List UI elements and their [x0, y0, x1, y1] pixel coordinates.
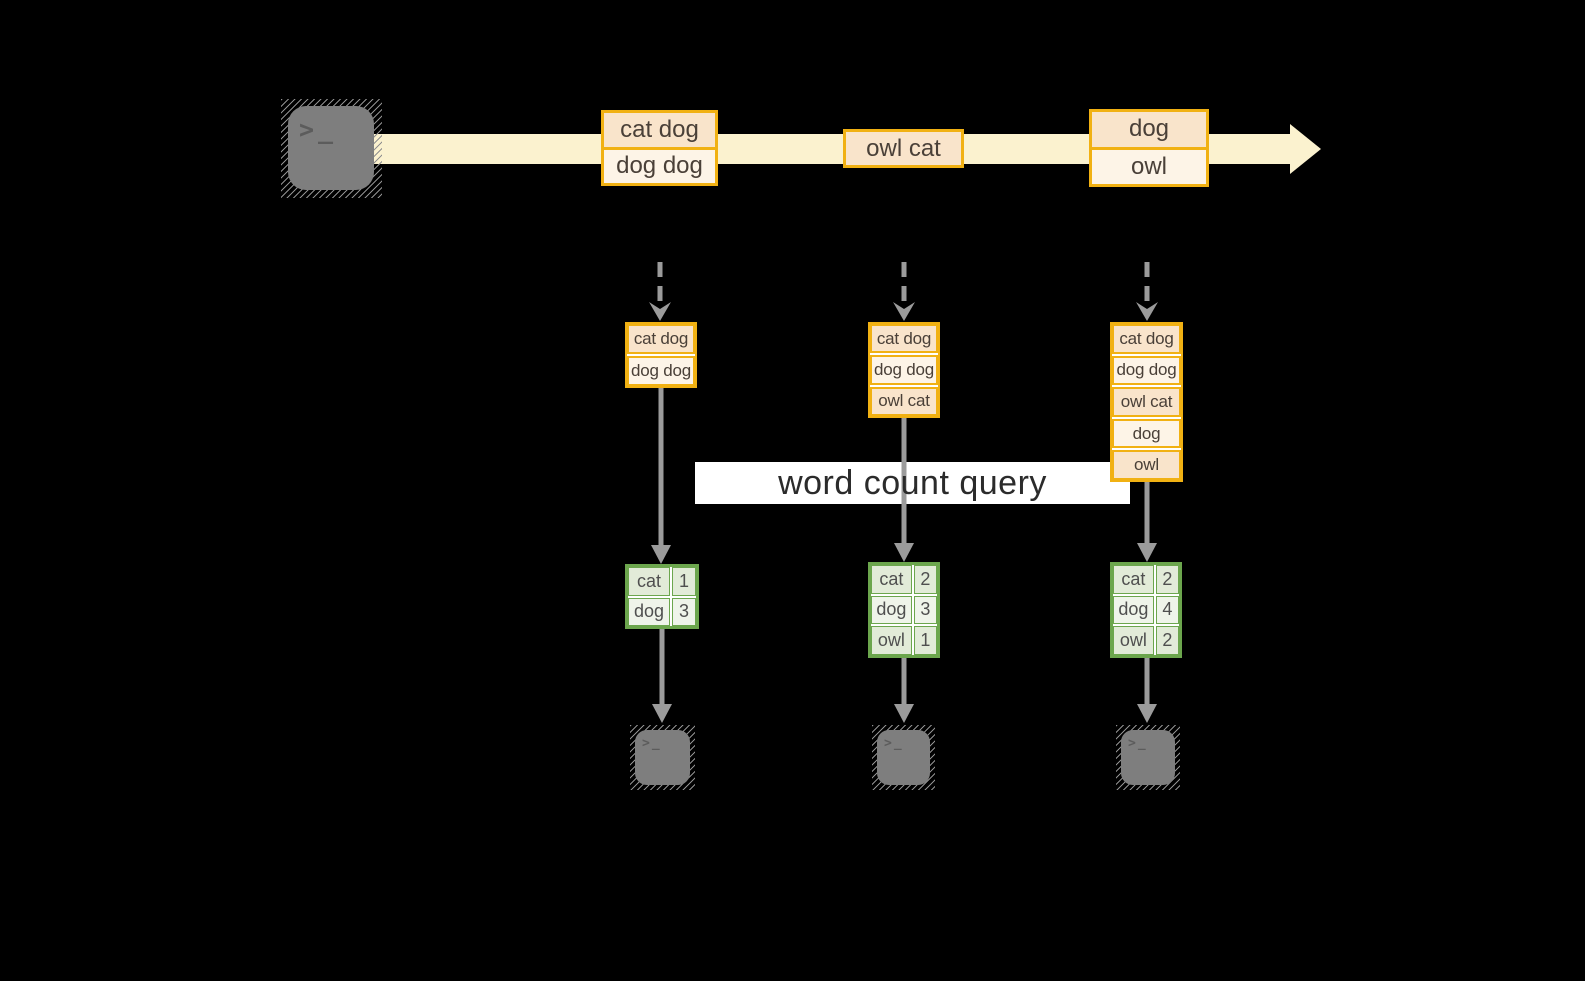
prompt-icon: >_ [642, 736, 662, 751]
sink-terminal-icon-1: >_ [630, 725, 695, 790]
source-terminal-icon: >_ [281, 99, 382, 198]
terminal-screen: >_ [635, 730, 690, 785]
prompt-icon: >_ [884, 736, 904, 751]
batch-line: dog dog [870, 355, 938, 385]
solid-arrow-batch-3 [1137, 482, 1157, 562]
result-table-1: cat 1 dog 3 [625, 564, 699, 629]
prompt-icon: >_ [299, 115, 338, 144]
event-line: dog dog [604, 149, 715, 183]
terminal-screen: >_ [1121, 730, 1175, 785]
event-line: owl cat [846, 132, 961, 165]
stream-arrowhead-icon [1290, 124, 1321, 174]
word-cell: dog [871, 595, 912, 625]
event-line: owl [1092, 149, 1206, 184]
stream-event-box-3: dog owl [1089, 109, 1209, 187]
solid-arrow-sink-3 [1137, 658, 1157, 723]
sink-terminal-icon-3: >_ [1116, 725, 1180, 790]
word-cell: cat [1113, 565, 1154, 594]
word-cell: owl [1113, 626, 1154, 655]
batch-state-1: cat dog dog dog [625, 322, 697, 388]
result-table-2: cat 2 dog 3 owl 1 [868, 562, 940, 658]
prompt-icon: >_ [1128, 736, 1148, 751]
count-cell: 1 [913, 626, 937, 655]
batch-line: owl cat [1112, 387, 1181, 417]
count-cell: 3 [913, 595, 937, 625]
stream-event-box-1: cat dog dog dog [601, 110, 718, 186]
stream-event-box-2: owl cat [843, 129, 964, 168]
count-cell: 2 [1155, 626, 1179, 655]
batch-state-2: cat dog dog dog owl cat [868, 322, 940, 418]
solid-arrow-batch-1 [651, 388, 671, 564]
count-cell: 1 [672, 567, 696, 596]
word-cell: owl [871, 626, 912, 655]
count-cell: 2 [913, 565, 937, 594]
batch-line: dog dog [1112, 355, 1181, 386]
solid-arrow-sink-1 [652, 629, 672, 723]
batch-line: cat dog [1112, 324, 1181, 354]
count-cell: 3 [672, 597, 696, 626]
word-cell: cat [871, 565, 912, 594]
word-cell: dog [1113, 595, 1154, 625]
count-cell: 2 [1155, 565, 1179, 594]
dashed-arrow-3 [1136, 262, 1158, 321]
event-line: dog [1092, 112, 1206, 147]
query-label: word count query [778, 463, 1047, 502]
sink-terminal-icon-2: >_ [872, 725, 935, 790]
batch-line: cat dog [627, 324, 695, 354]
query-band [695, 462, 1130, 504]
batch-state-3: cat dog dog dog owl cat dog owl [1110, 322, 1183, 482]
word-cell: dog [628, 597, 670, 626]
count-cell: 4 [1155, 595, 1179, 625]
batch-line: dog [1112, 418, 1181, 449]
batch-line: owl cat [870, 386, 938, 416]
batch-line: cat dog [870, 324, 938, 354]
batch-line: dog dog [627, 356, 695, 386]
word-cell: cat [628, 567, 670, 596]
solid-arrow-sink-2 [894, 658, 914, 723]
event-line: cat dog [604, 113, 715, 147]
dashed-arrow-2 [893, 262, 915, 321]
dashed-arrow-1 [649, 262, 671, 321]
terminal-screen: >_ [877, 730, 930, 785]
result-table-3: cat 2 dog 4 owl 2 [1110, 562, 1182, 658]
batch-line: owl [1112, 450, 1181, 480]
terminal-screen: >_ [288, 106, 374, 190]
